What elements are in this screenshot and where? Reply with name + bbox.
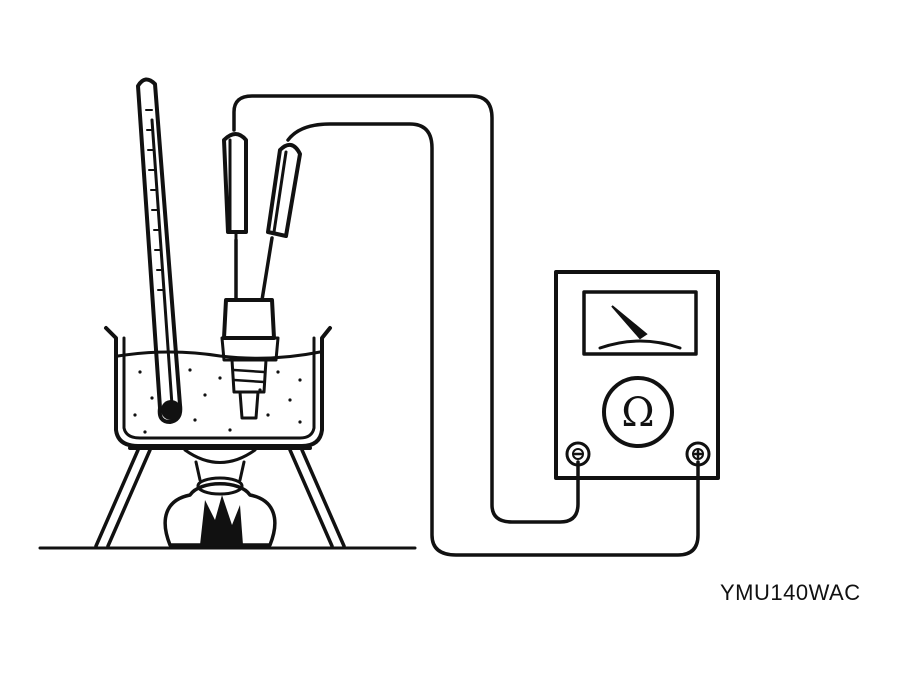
water-container-icon (104, 326, 332, 448)
figure-code: YMU140WAC (720, 580, 861, 605)
meter-needle (611, 305, 648, 340)
temperature-sensor-icon (220, 132, 302, 420)
ohmmeter-icon: Ω (554, 270, 720, 480)
ohm-range-button[interactable] (602, 376, 674, 448)
terminal-minus-icon[interactable] (565, 441, 591, 467)
burner-flame-icon (163, 448, 277, 547)
test-leads (232, 94, 700, 557)
meter-dial-window (582, 290, 698, 356)
ohm-symbol: Ω (621, 390, 654, 436)
thermometer-icon (136, 77, 183, 424)
terminal-plus-icon[interactable] (685, 441, 711, 467)
